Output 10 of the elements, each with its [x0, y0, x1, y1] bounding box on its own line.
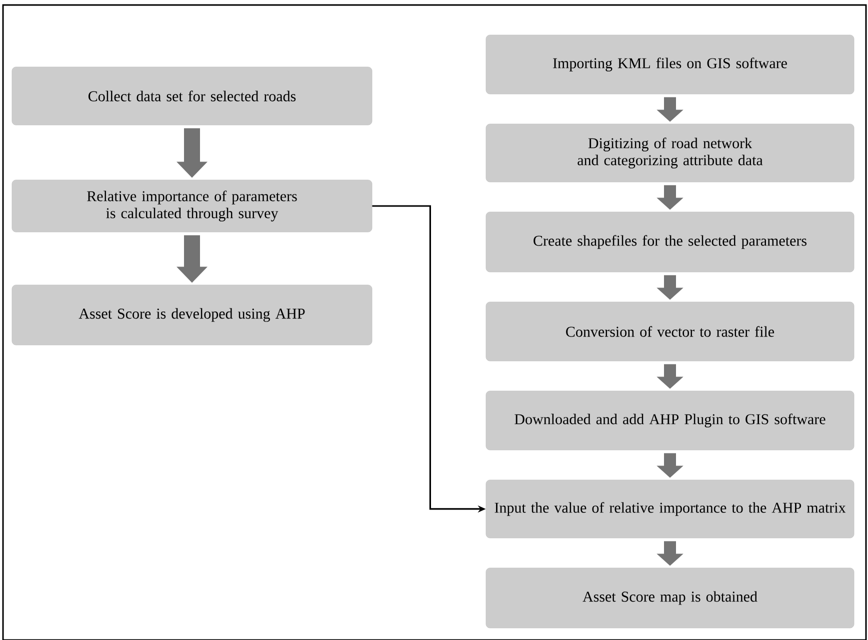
- process-box: Importing KML files on GIS software: [486, 34, 854, 94]
- process-box: Input the value of relative importance to the AHP matrix: [486, 480, 854, 538]
- process-box: Digitizing of road network and categorizing attribute data: [486, 124, 854, 182]
- process-box: Downloaded and add AHP Plugin to GIS software: [486, 390, 854, 450]
- process-box: Conversion of vector to raster file: [486, 302, 854, 362]
- process-box: Create shapefiles for the selected parameters: [486, 212, 854, 272]
- process-box: Collect data set for selected roads: [12, 66, 372, 126]
- process-box: Relative importance of parameters is calculated through survey: [12, 180, 372, 232]
- process-box: Asset Score is developed using AHP: [12, 284, 372, 346]
- process-box: Asset Score map is obtained: [486, 568, 854, 628]
